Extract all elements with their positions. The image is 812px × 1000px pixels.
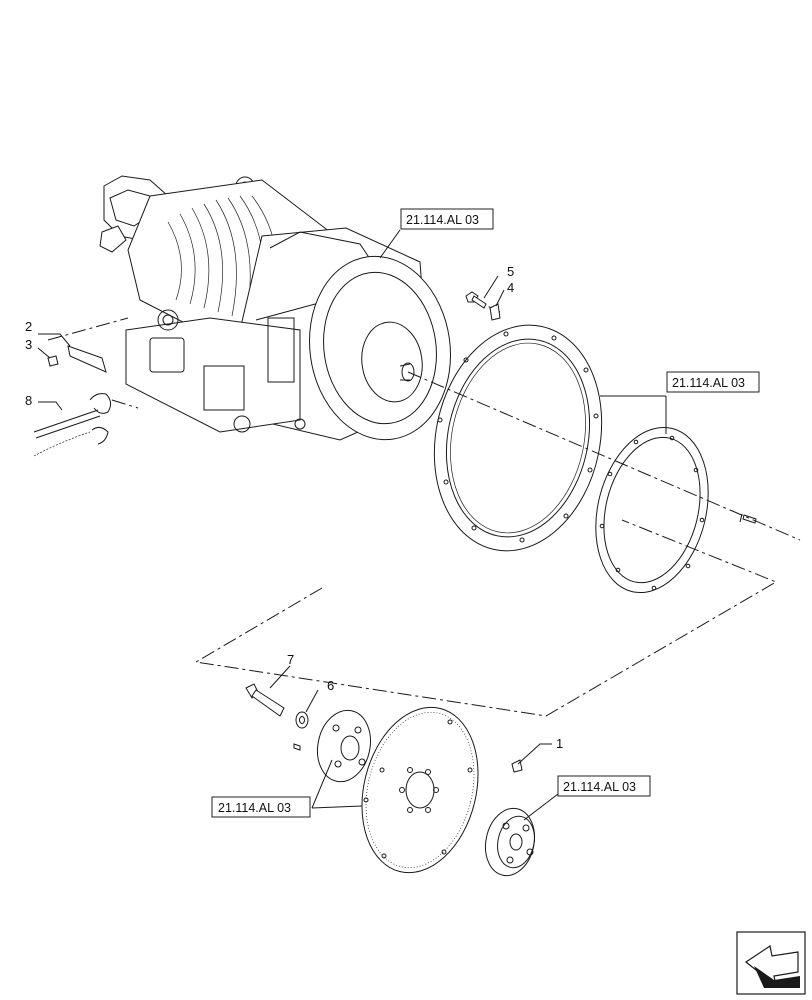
callout-2: 2 <box>25 319 32 334</box>
ref-box-transmission[interactable]: 21.114.AL 03 <box>400 208 494 230</box>
adapter-ring-holes <box>437 331 599 543</box>
group-boundary <box>194 519 778 717</box>
ref-label-transmission: 21.114.AL 03 <box>406 213 479 227</box>
callout-6: 6 <box>327 678 334 693</box>
transmission-assembly <box>99 175 451 441</box>
hardware-top-left <box>33 345 112 457</box>
ref-label-rings: 21.114.AL 03 <box>672 376 745 390</box>
previous-page-arrow-icon[interactable] <box>736 931 806 995</box>
ref-box-hub[interactable]: 21.114.AL 03 <box>557 775 651 797</box>
leader-lines <box>37 229 667 821</box>
cover-plate-holes <box>599 435 705 591</box>
adapter-ring <box>433 324 603 552</box>
ref-label-flex-plate: 21.114.AL 03 <box>218 801 291 815</box>
ref-box-rings[interactable]: 21.114.AL 03 <box>666 371 760 393</box>
callout-3: 3 <box>25 337 32 352</box>
ref-box-flex-plate[interactable]: 21.114.AL 03 <box>211 796 311 818</box>
callout-1: 1 <box>556 736 563 751</box>
callout-7: 7 <box>287 652 294 667</box>
ref-label-hub: 21.114.AL 03 <box>563 780 636 794</box>
cover-plate-ring <box>595 426 757 594</box>
callout-4: 4 <box>507 280 514 295</box>
flex-plate-group <box>245 683 536 877</box>
callout-8: 8 <box>25 393 32 408</box>
hardware-top-right <box>465 291 501 321</box>
callout-numbers: 2 3 8 5 4 7 6 1 <box>25 264 563 751</box>
callout-5: 5 <box>507 264 514 279</box>
